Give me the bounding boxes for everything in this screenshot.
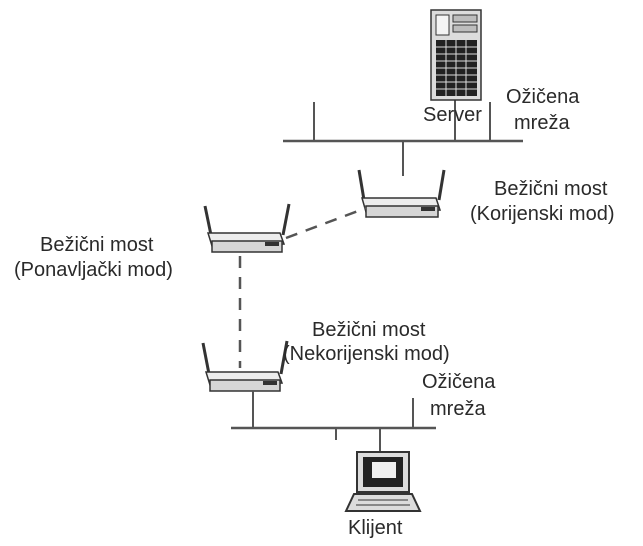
bridge-nonroot-label-line2: (Nekorijenski mod): [283, 343, 450, 365]
bridge-repeater-label-line2: (Ponavljački mod): [14, 259, 173, 281]
server-tower-icon: [431, 10, 481, 100]
bridge-root-label-line2: (Korijenski mod): [470, 203, 614, 225]
wired-network-bottom-label-line1: Ožičena: [422, 371, 495, 393]
wireless-bridge-icon: [359, 170, 444, 217]
client-label: Klijent: [348, 517, 402, 539]
wired-network-top-label-line1: Ožičena: [506, 86, 579, 108]
wired-network-bottom-label-line2: mreža: [430, 398, 486, 420]
wireless-link-root-repeater: [286, 208, 366, 238]
bridge-repeater-label-line1: Bežični most: [40, 234, 153, 256]
server-label: Server: [423, 104, 482, 126]
top-wired-network: [283, 96, 523, 176]
wireless-bridge-icon: [205, 204, 289, 252]
wired-network-top-label-line2: mreža: [514, 112, 570, 134]
laptop-icon: [346, 452, 420, 511]
wireless-bridge-icon: [203, 341, 287, 391]
bridge-nonroot-label-line1: Bežični most: [312, 319, 425, 341]
bottom-wired-network: [231, 391, 436, 452]
bridge-root-label-line1: Bežični most: [494, 178, 607, 200]
